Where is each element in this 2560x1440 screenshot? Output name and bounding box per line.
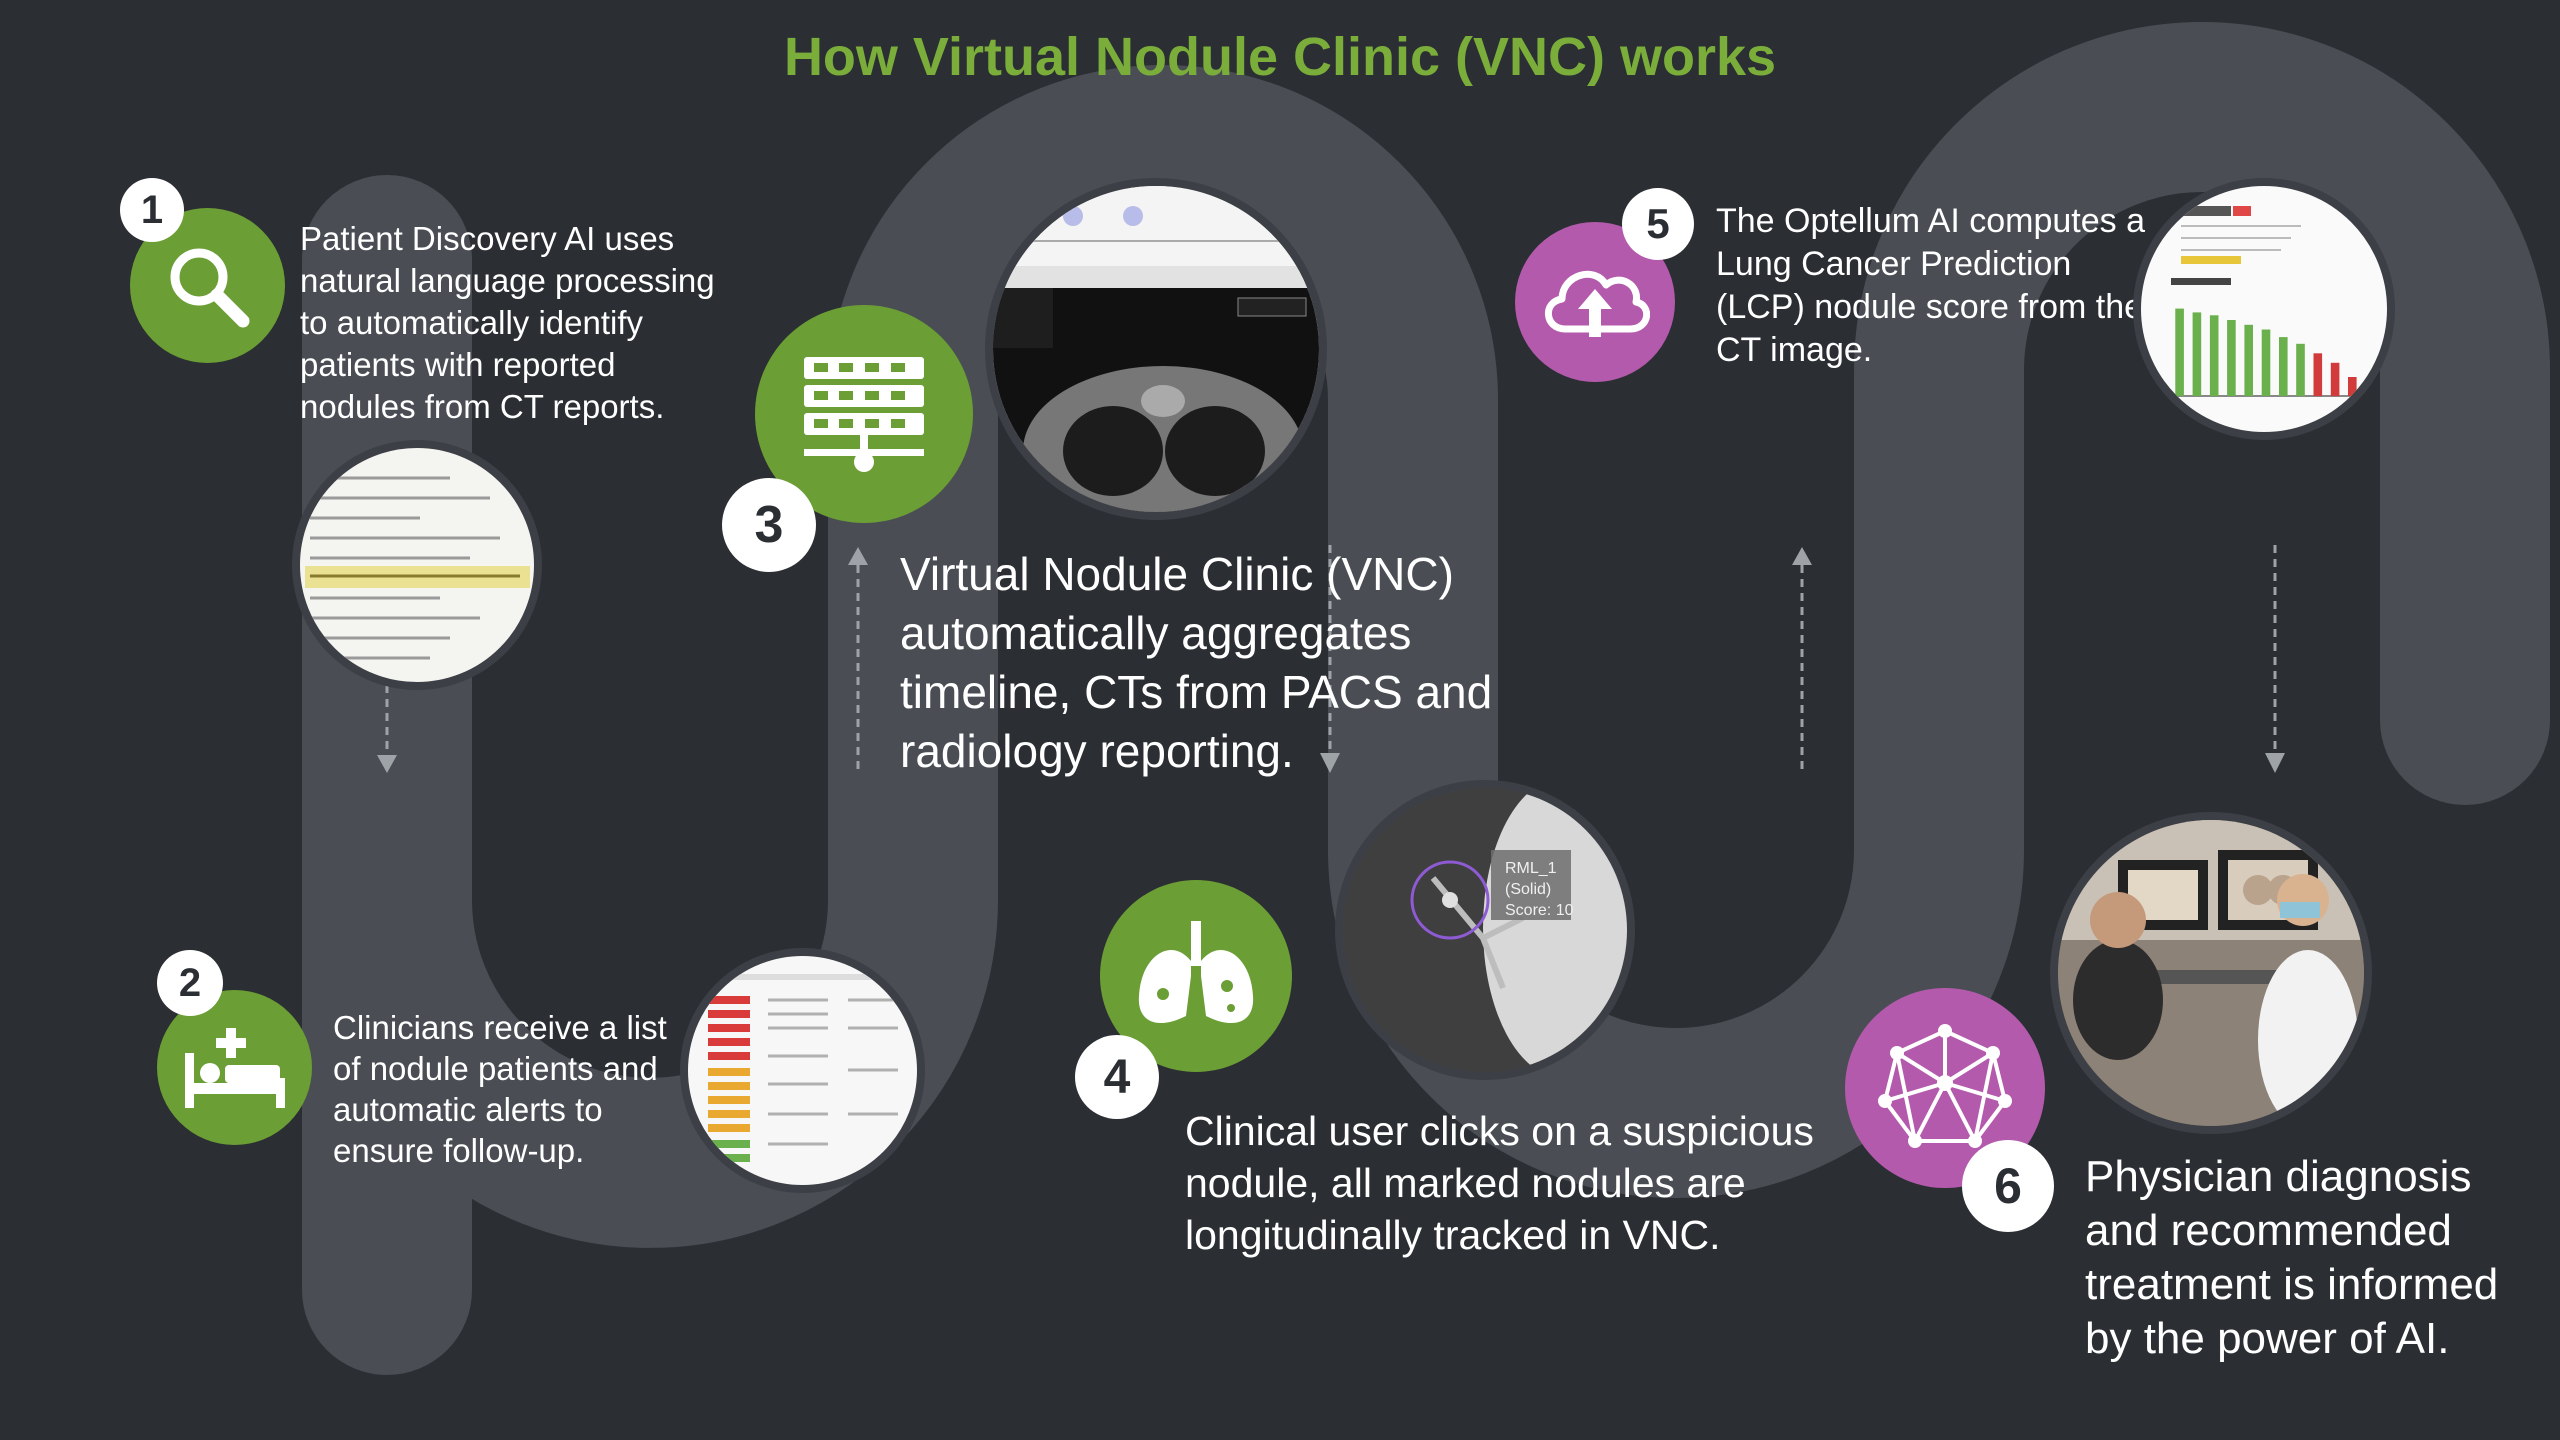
step-1-text: Patient Discovery AI uses natural langua… <box>300 220 715 425</box>
lcp-bar <box>2244 324 2253 397</box>
lcp-bar <box>2192 312 2202 396</box>
up-arrow-5 <box>1792 547 1812 775</box>
neural-network-icon <box>1878 1024 2012 1148</box>
step-3-text: Virtual Nodule Clinic (VNC) automaticall… <box>900 548 1493 777</box>
down-arrow-3 <box>1320 545 1340 773</box>
lcp-bar <box>2330 362 2340 397</box>
vnc-viewer-thumbnail <box>985 178 1327 520</box>
physician-photo-thumbnail <box>2050 812 2372 1134</box>
nodule-overlay: RML_1 (Solid) Score: 10 <box>1505 858 1573 921</box>
step-5-number: 5 <box>1622 188 1694 260</box>
up-arrow-3 <box>848 547 868 775</box>
step-1-number: 1 <box>120 178 184 242</box>
magnifier-icon <box>170 248 249 327</box>
step-2-number: 2 <box>157 950 223 1016</box>
step-3-number: 3 <box>722 478 816 572</box>
nodule-label: RML_1 <box>1505 860 1557 877</box>
nodule-type: (Solid) <box>1505 881 1552 898</box>
step-2-icon-circle <box>157 990 312 1145</box>
lcp-bar <box>2227 320 2236 396</box>
down-arrow-5 <box>2265 545 2285 773</box>
lcp-bar <box>2313 353 2323 397</box>
cloud-upload-icon <box>1544 270 1650 337</box>
step-6-text: Physician diagnosis and recommended trea… <box>2085 1152 2499 1363</box>
page-title: How Virtual Nodule Clinic (VNC) works <box>783 27 1777 87</box>
lcp-bar <box>2209 315 2219 397</box>
lcp-bar <box>2175 308 2184 396</box>
lcp-bar <box>2296 343 2305 397</box>
lcp-bar <box>2279 337 2288 396</box>
lungs-icon <box>1138 921 1254 1024</box>
server-network-icon <box>804 357 924 472</box>
step-5-text: The Optellum AI computes a Lung Cancer P… <box>1716 202 2145 369</box>
ct-report-thumbnail <box>292 440 542 690</box>
lcp-bar <box>2348 377 2357 396</box>
step-6-number: 6 <box>1962 1140 2054 1232</box>
alerts-list-thumbnail <box>680 948 925 1193</box>
step-2-text: Clinicians receive a list of nodule pati… <box>333 1009 667 1169</box>
lcp-chart-thumbnail <box>2133 178 2395 440</box>
down-arrow-1 <box>377 685 397 773</box>
nodule-score: Score: 10 <box>1505 902 1574 919</box>
lcp-bar <box>2261 329 2271 396</box>
nodule-ct-thumbnail: RML_1 (Solid) Score: 10 <box>1335 780 1635 1080</box>
step-4-text: Clinical user clicks on a suspicious nod… <box>1185 1108 1814 1258</box>
hospital-bed-icon <box>184 1027 285 1108</box>
step-4-number: 4 <box>1075 1035 1159 1119</box>
